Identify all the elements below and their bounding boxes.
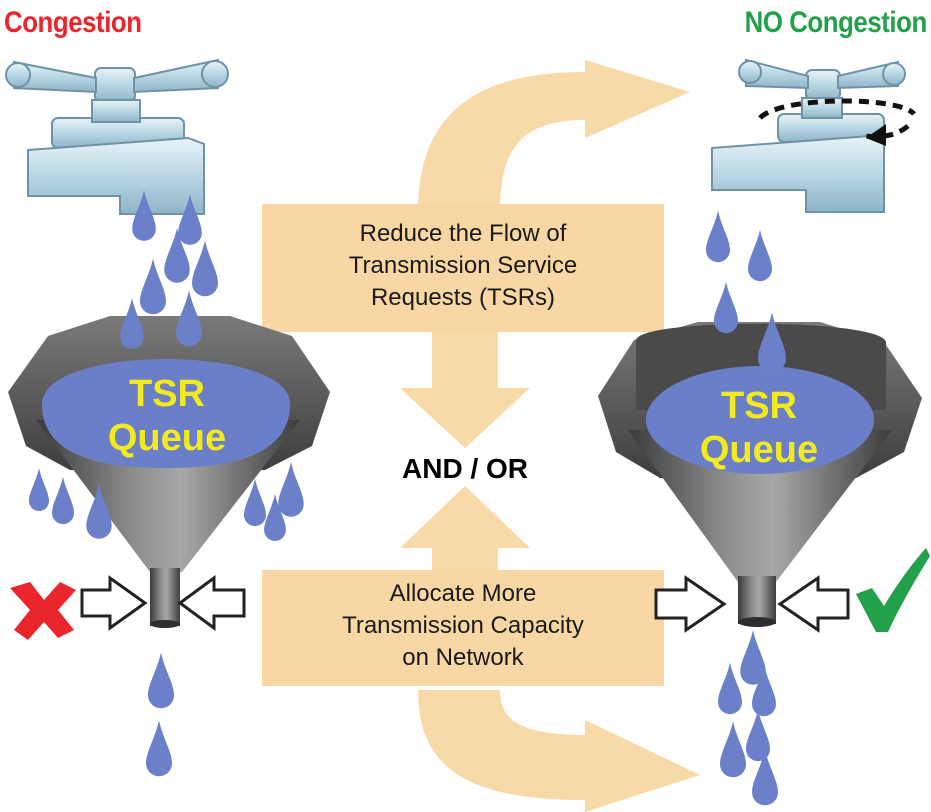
arrow-down-to-andor bbox=[400, 330, 530, 448]
congestion-title: Congestion bbox=[4, 6, 142, 39]
reduce-flow-line3: Requests (TSRs) bbox=[370, 284, 556, 311]
right-queue-label: TSR Queue bbox=[676, 384, 842, 472]
funnel-left bbox=[8, 316, 330, 628]
rotate-arrow-icon bbox=[758, 98, 916, 146]
squeeze-arrow-right-icon bbox=[777, 575, 850, 633]
left-queue-label: TSR Queue bbox=[84, 372, 250, 460]
left-queue-line2: Queue bbox=[107, 417, 227, 459]
allocate-capacity-text: Allocate More Transmission Capacity on N… bbox=[262, 578, 664, 674]
reduce-flow-text: Reduce the Flow of Transmission Service … bbox=[262, 218, 664, 314]
squeeze-arrow-left-icon bbox=[80, 575, 148, 631]
faucet-left-icon bbox=[5, 58, 229, 215]
allocate-capacity-line3: on Network bbox=[402, 644, 524, 671]
squeeze-arrow-right-icon bbox=[177, 575, 246, 631]
allocate-capacity-line1: Allocate More bbox=[389, 580, 537, 607]
curved-arrow-top bbox=[418, 60, 690, 212]
reduce-flow-box bbox=[262, 204, 664, 332]
x-mark-icon bbox=[10, 582, 76, 640]
right-queue-line1: TSR bbox=[721, 385, 797, 427]
reduce-flow-line2: Transmission Service bbox=[348, 252, 578, 279]
check-mark-icon bbox=[856, 548, 930, 632]
curved-arrow-bottom bbox=[418, 690, 700, 812]
allocate-capacity-line2: Transmission Capacity bbox=[342, 612, 584, 639]
right-queue-line2: Queue bbox=[699, 429, 819, 471]
squeeze-arrow-left-icon bbox=[654, 575, 727, 633]
faucet-right-icon bbox=[711, 58, 906, 213]
and-or-label: AND / OR bbox=[402, 453, 528, 484]
no-congestion-title: NO Congestion bbox=[744, 6, 928, 39]
allocate-capacity-box bbox=[262, 570, 664, 686]
left-queue-line1: TSR bbox=[129, 373, 205, 415]
reduce-flow-line1: Reduce the Flow of bbox=[359, 220, 567, 247]
